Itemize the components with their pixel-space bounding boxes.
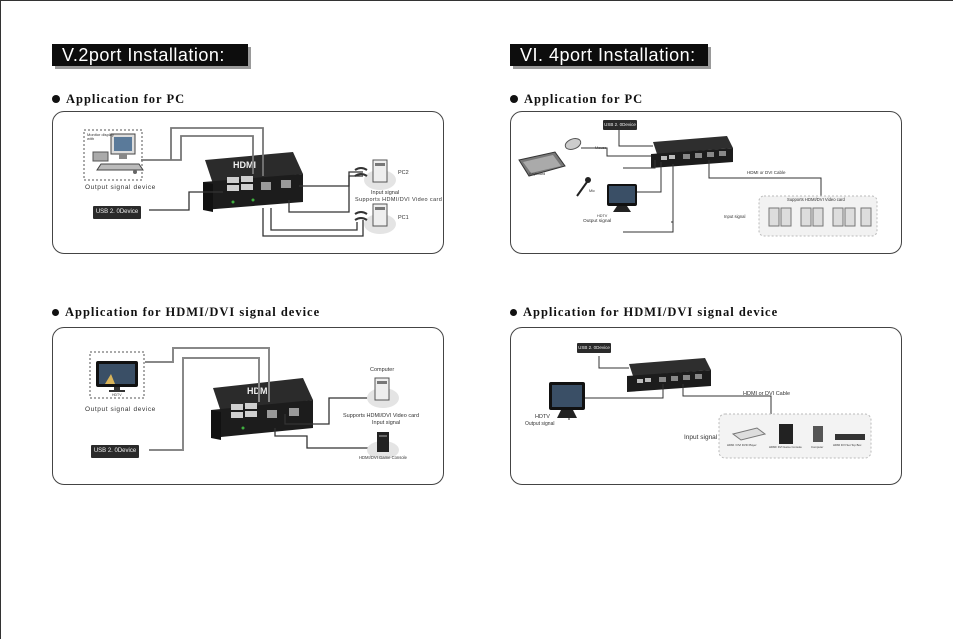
set-top-box-icon	[835, 434, 865, 440]
supports-label: Supports HDMI/DVI Video card	[355, 197, 443, 203]
computer-tower-icon	[768, 207, 872, 227]
cable-label: HDMI or DVI Cable	[743, 391, 791, 397]
diagram-4port-hdmi: USB 2. 0Device HDTV Output signal HDMI o…	[510, 327, 902, 485]
heading-text: Application for HDMI/DVI signal device	[65, 305, 321, 319]
cable-label: HDMI or DVI Cable	[747, 170, 786, 175]
diagram-2port-hdmi: HDMI HDTV Output signal device USB 2. 0D…	[52, 327, 444, 485]
output-device-frame	[89, 351, 145, 399]
diagram-4port-pc: USB 2. 0Device Mouse Keyboard Mic HDTV O…	[510, 111, 902, 254]
game-console-label: HDMI/DVI Game Console	[359, 455, 407, 460]
pc2-label: PC2	[398, 170, 409, 176]
heading-4port-hdmi: Application for HDMI/DVI signal device	[510, 305, 778, 320]
input-signal-label: Input signal	[371, 190, 400, 196]
hdtv-icon	[96, 361, 138, 392]
device3-label: Computer	[811, 445, 824, 449]
heading-2port-pc: Application for PC	[52, 92, 185, 107]
pc2-tower-icon	[354, 159, 396, 190]
game-console-icon	[779, 424, 793, 444]
device2-label: HDMI/ DVI Game Console	[769, 445, 802, 449]
mouse-icon	[564, 138, 582, 150]
diagram-2port-pc-graphics: HDMI	[83, 127, 396, 237]
hdtv-label: HDTV	[535, 414, 550, 420]
pc1-tower-icon	[354, 203, 396, 234]
dvd-player-icon	[731, 427, 767, 441]
bullet-icon	[52, 308, 59, 316]
heading-4port-pc: Application for PC	[510, 92, 643, 107]
usb-device-label: USB 2. 0Device	[577, 343, 611, 353]
heading-text: Application for PC	[524, 92, 644, 106]
usb-device-label: USB 2. 0Device	[93, 206, 141, 219]
bullet-icon	[510, 95, 518, 104]
device1-label: HDMI / DVI DVD Player	[727, 443, 757, 447]
mouse-label: Mouse	[595, 146, 607, 150]
kvm-switch-4port-icon	[627, 358, 711, 392]
bullet-icon	[52, 95, 60, 104]
keyboard-icon	[518, 151, 566, 177]
pc1-label: PC1	[398, 215, 409, 221]
diagram-4port-hdmi-graphics	[549, 356, 872, 459]
monitor-caption: Monitor display with	[87, 132, 114, 142]
usb-device-label: USB 2. 0Device	[603, 120, 637, 130]
desktop-pc-icon	[92, 133, 144, 174]
usb-device-label: USB 2. 0Device	[91, 445, 139, 458]
supports-label: Supports HDMI/DVI Video card	[343, 413, 420, 419]
computer-icon	[813, 426, 823, 442]
section-title-4port: VI. 4port Installation:	[510, 44, 708, 66]
input-signal-label: Input signal	[724, 214, 746, 219]
hdtv-caption: HDTV	[112, 393, 122, 397]
device4-label: HDMI DVI Set Top Box	[833, 443, 862, 447]
input-signal-label: Input signal	[684, 434, 718, 441]
microphone-icon	[576, 177, 591, 197]
mic-label: Mic	[589, 189, 595, 193]
output-device-label: Output signal device	[85, 406, 156, 413]
kvm-switch-2port-icon: HDMI	[203, 152, 303, 212]
section-title-2port: V.2port Installation:	[52, 44, 248, 66]
kvm-switch-2port-icon: HDMI	[211, 378, 313, 440]
bullet-icon	[510, 308, 517, 316]
diagram-2port-hdmi-graphics: HDMI	[89, 347, 399, 459]
input-devices-frame	[718, 413, 872, 459]
kvm-switch-4port-icon	[651, 136, 733, 168]
keyboard-label: Keyboard	[529, 172, 546, 176]
output-device-label: Output signal device	[85, 184, 156, 191]
hdtv-icon	[607, 184, 637, 212]
svg-text:HDMI: HDMI	[233, 160, 256, 170]
hdtv-icon	[549, 382, 585, 418]
heading-text: Application for HDMI/DVI signal device	[523, 305, 779, 319]
hdtv-label: HDTV	[597, 214, 608, 218]
game-console-icon	[367, 432, 399, 459]
diagram-4port-pc-graphics	[518, 130, 878, 237]
computer-label: Computer	[370, 367, 395, 373]
computer-tower-icon	[367, 377, 399, 408]
output-device-frame	[83, 129, 143, 181]
output-signal-label: Output signal	[583, 219, 612, 224]
supports-label: Supports HDMI/DVI Video card	[787, 197, 845, 202]
heading-text: Application for PC	[66, 92, 186, 106]
heading-2port-hdmi: Application for HDMI/DVI signal device	[52, 305, 320, 320]
input-signal-label: Input signal	[372, 420, 401, 426]
diagram-2port-pc: HDMI Monitor display with Output signa	[52, 111, 444, 254]
output-signal-label: Output signal	[525, 421, 555, 427]
